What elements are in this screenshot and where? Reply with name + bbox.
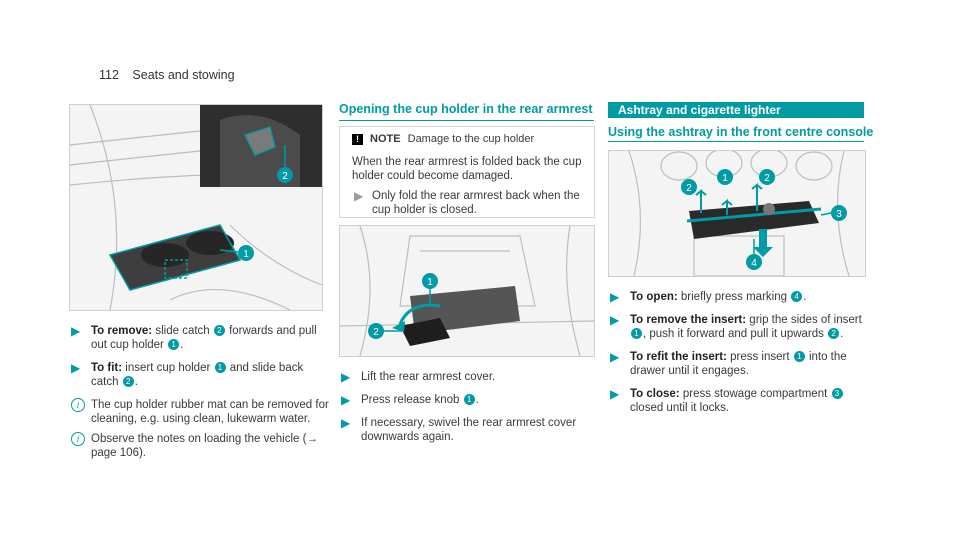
step-label: To open: <box>630 291 678 303</box>
note-step-text: Only fold the rear armrest back when the… <box>372 190 580 216</box>
badge-1: 1 <box>793 351 805 362</box>
section-heading-ashtray: Using the ashtray in the front centre co… <box>608 125 874 139</box>
badge-1: 1 <box>214 362 226 373</box>
note-box: ! NOTE Damage to the cup holder When the … <box>339 126 595 218</box>
step-text: If necessary, swivel the rear armrest co… <box>361 417 577 443</box>
step-refit-insert: ▶ To refit the insert: press insert 1 in… <box>608 350 868 378</box>
step-fit: ▶ To fit: insert cup holder 1 and slide … <box>69 361 329 389</box>
step-text: . <box>134 376 138 388</box>
step-label: To close: <box>630 388 680 400</box>
step-text: press stowage compartment <box>682 388 831 400</box>
badge-2: 2 <box>122 376 134 387</box>
step-text: into the drawer until it engages. <box>630 351 847 377</box>
step-label: To fit: <box>91 362 123 374</box>
badge-1: 1 <box>631 328 642 339</box>
arrow-icon: ▶ <box>341 416 351 430</box>
step-text: . <box>840 328 844 340</box>
badge-3: 3 <box>831 388 843 399</box>
fig1-callout-2: 2 <box>282 171 288 182</box>
note-body: When the rear armrest is folded back the… <box>352 155 584 226</box>
info-loading: i Observe the notes on loading the vehic… <box>69 432 329 460</box>
step-label: To remove the insert: <box>630 314 747 326</box>
step-text: , push it forward and pull it upwards <box>643 328 828 340</box>
info-mat: i The cup holder rubber mat can be remov… <box>69 398 329 426</box>
badge-4: 4 <box>791 291 803 302</box>
page-number: 112 <box>99 68 119 82</box>
section-banner-ashtray: Ashtray and cigarette lighter <box>608 102 864 118</box>
arrow-icon: ▶ <box>610 313 620 327</box>
note-header: ! NOTE Damage to the cup holder <box>352 133 534 145</box>
fig2-callout-2: 2 <box>373 327 379 338</box>
badge-2: 2 <box>213 325 225 336</box>
figure-ashtray: 2 1 2 3 4 <box>608 150 866 277</box>
step-lift: ▶ Lift the rear armrest cover. <box>339 370 594 384</box>
fig3-callout-2a: 2 <box>686 183 692 194</box>
note-label: NOTE <box>370 133 401 145</box>
step-text: briefly press marking <box>680 291 791 303</box>
figure-rear-armrest: 1 2 <box>339 225 595 357</box>
column-1-text: ▶ To remove: slide catch 2 forwards and … <box>69 324 329 466</box>
info-text: Observe the notes on loading the vehicle… <box>91 433 318 459</box>
fig3-callout-3: 3 <box>836 209 842 220</box>
section-title: Seats and stowing <box>132 68 235 82</box>
step-remove-insert: ▶ To remove the insert: grip the sides o… <box>608 313 868 341</box>
info-icon: i <box>71 398 85 412</box>
fig3-callout-1: 1 <box>722 173 728 184</box>
step-close: ▶ To close: press stowage compartment 3 … <box>608 387 868 415</box>
arrow-icon: ▶ <box>610 290 620 304</box>
arrow-icon: ▶ <box>341 370 351 384</box>
warning-icon: ! <box>352 134 363 145</box>
step-label: To remove: <box>91 325 153 337</box>
step-text: and slide back catch <box>91 362 304 388</box>
step-press-knob: ▶ Press release knob 1. <box>341 393 479 407</box>
column-2-text: ▶ Lift the rear armrest cover. ▶ Press r… <box>339 370 594 453</box>
step-text: Press release knob <box>361 394 463 406</box>
step-text: forwards and pull out cup holder <box>91 325 317 351</box>
step-open: ▶ To open: briefly press marking 4. <box>608 290 868 304</box>
step-text: closed until it locks. <box>630 402 730 414</box>
figure-cup-holder: 2 1 <box>69 104 323 311</box>
heading-underline <box>608 141 864 142</box>
page-header: 112 Seats and stowing <box>99 68 235 82</box>
step-remove: ▶ To remove: slide catch 2 forwards and … <box>69 324 329 352</box>
info-text: The cup holder rubber mat can be removed… <box>91 399 329 425</box>
section-heading-armrest: Opening the cup holder in the rear armre… <box>339 102 593 116</box>
step-text: press insert <box>730 351 793 363</box>
fig1-callout-1: 1 <box>243 249 249 260</box>
step-text: . <box>180 339 184 351</box>
fig3-callout-4: 4 <box>751 258 757 269</box>
arrow-icon: ▶ <box>71 324 81 338</box>
step-text: Lift the rear armrest cover. <box>361 371 496 383</box>
step-text: . <box>803 291 807 303</box>
step-swivel: ▶ If necessary, swivel the rear armrest … <box>339 416 594 444</box>
step-text: slide catch <box>155 325 213 337</box>
heading-underline <box>339 120 594 121</box>
arrow-icon: ▶ <box>354 189 364 203</box>
badge-1: 1 <box>168 339 180 350</box>
arrow-icon: ▶ <box>71 361 81 375</box>
info-icon: i <box>71 432 85 446</box>
badge-2: 2 <box>828 328 840 339</box>
arrow-icon: ▶ <box>610 387 620 401</box>
note-step: ▶ Only fold the rear armrest back when t… <box>352 189 584 217</box>
step-label: To refit the insert: <box>630 351 727 363</box>
fig3-callout-2b: 2 <box>764 173 770 184</box>
arrow-icon: ▶ <box>341 393 351 407</box>
badge-1: 1 <box>463 394 475 405</box>
note-text: When the rear armrest is folded back the… <box>352 156 582 182</box>
column-3-text: ▶ To open: briefly press marking 4. ▶ To… <box>608 290 868 424</box>
arrow-icon: ▶ <box>610 350 620 364</box>
step-text: insert cup holder <box>125 362 214 374</box>
fig2-callout-1: 1 <box>427 277 433 288</box>
step-text: grip the sides of insert <box>749 314 862 326</box>
note-title: Damage to the cup holder <box>407 133 535 145</box>
